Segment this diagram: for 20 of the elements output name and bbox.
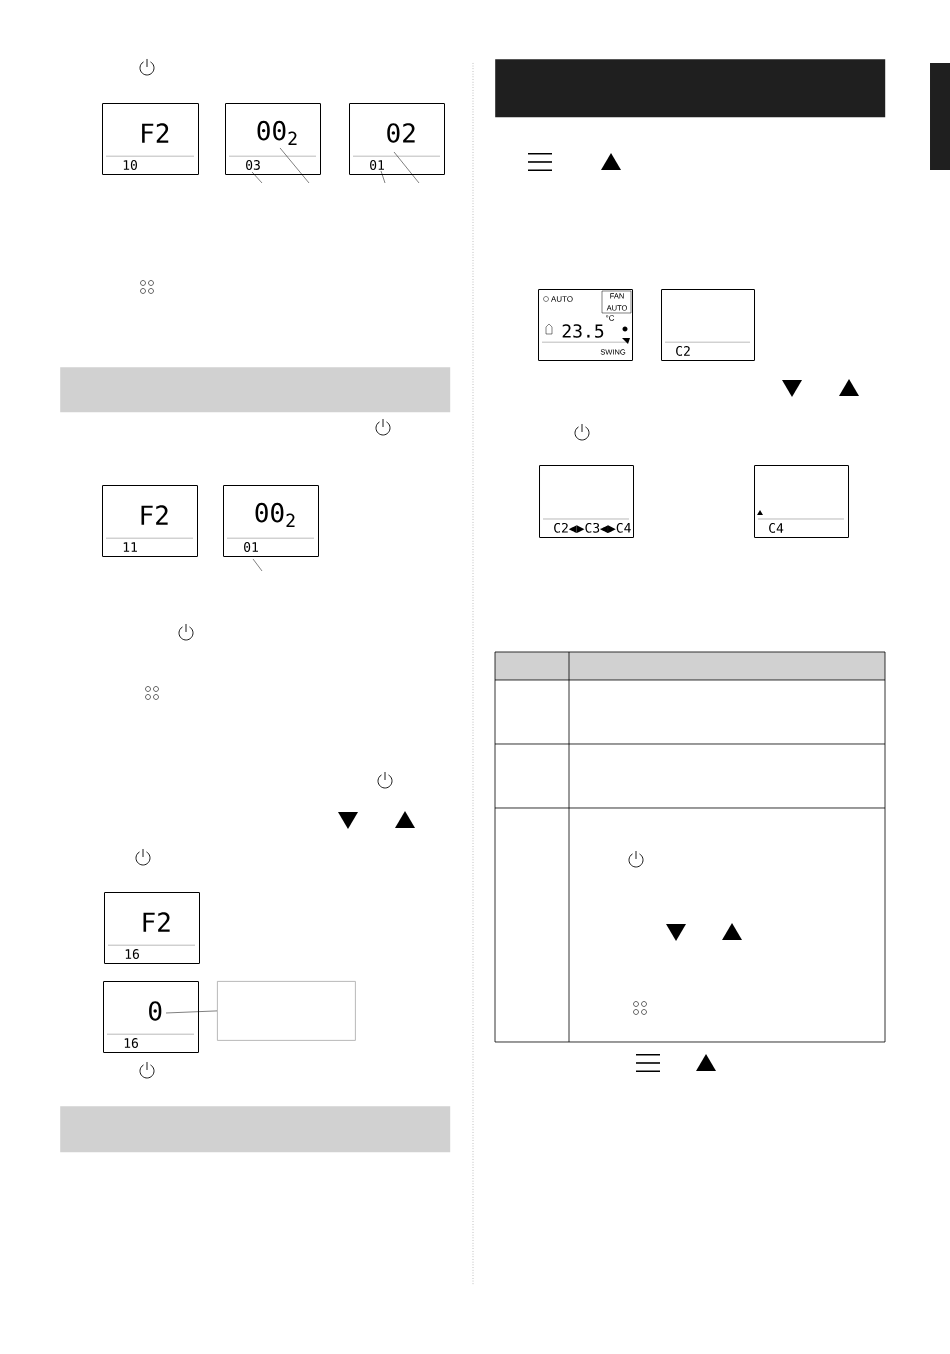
lcd-screen: C2 (661, 289, 755, 361)
lcd-screen: 02 01 (349, 103, 445, 175)
lcd-screen: C4 (754, 465, 849, 538)
lcd-screen: F2 10 (102, 103, 199, 175)
lcd-screen: C2◀▶C3◀▶C4 (539, 465, 634, 538)
lcd-screen: 00$_{2}$ 03 (225, 103, 321, 175)
lcd-screen: F2 16 (104, 892, 200, 964)
leader-line (252, 558, 263, 572)
lcd-screen: F2 11 (102, 485, 198, 557)
title-band (495, 59, 886, 118)
leader-line (279, 147, 310, 184)
leader-line (380, 170, 386, 184)
lcd-screen: 0 16 (103, 981, 199, 1053)
leader-line (165, 1010, 218, 1014)
lcd-screen: 00$_{2}$ 01 (223, 485, 319, 557)
leader-line (393, 151, 420, 184)
callout-box (217, 981, 356, 1041)
leader-line (251, 171, 263, 184)
section-heading-band (60, 1106, 451, 1153)
section-heading-band (60, 367, 451, 413)
